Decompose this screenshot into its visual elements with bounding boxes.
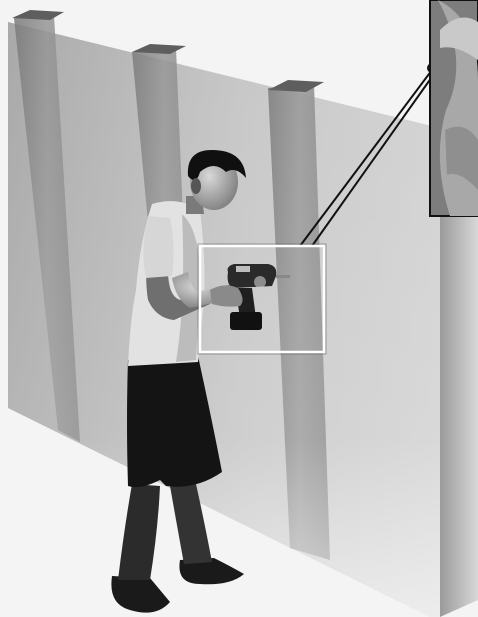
zoom-inset — [430, 0, 478, 216]
hand — [210, 285, 243, 306]
sleeve — [143, 216, 173, 278]
ear — [191, 178, 201, 194]
